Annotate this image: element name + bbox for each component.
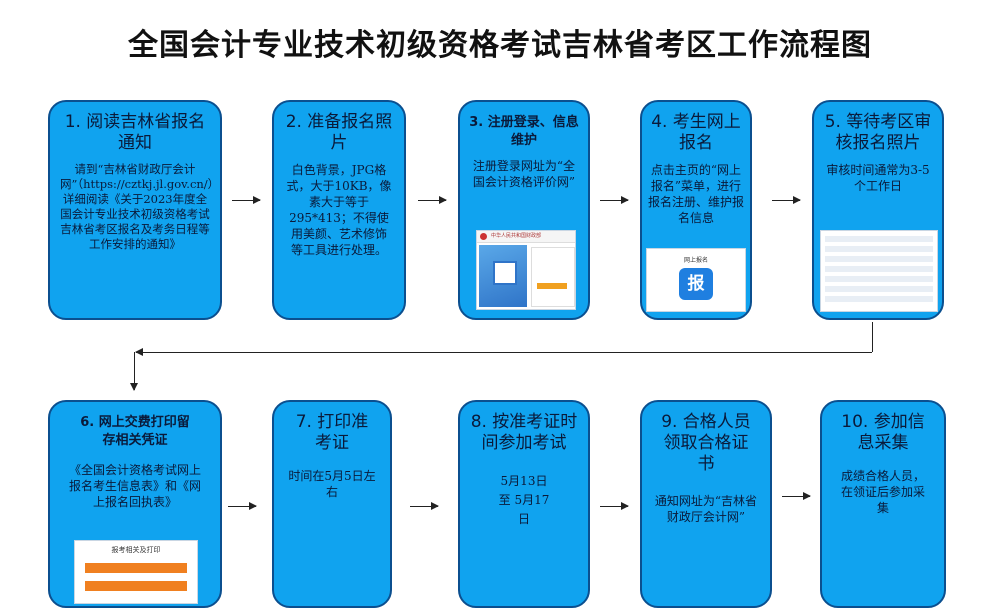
screenshot-login-button [537,283,567,289]
step-body: 请到“吉林省财政厅会计网”（https://cztkj.jl.gov.cn/）详… [60,162,220,251]
arrow-4-5 [772,196,801,204]
payment-print-screenshot: 报考相关及打印 [74,540,198,604]
connector-down-1 [872,322,873,352]
step-body: 5月13日 至 5月17日 [498,474,550,526]
step-heading: 10. 参加信息采集 [841,412,925,453]
step-heading: 7. 打印准考证 [295,412,369,453]
step-heading: 6. 网上交费打印留存相关凭证 [80,415,190,448]
print-button [85,563,187,573]
print-button [85,581,187,591]
screenshot-header: 中华人民共和国财政部 [477,231,575,243]
screenshot-row [825,296,933,302]
online-registration-screenshot: 网上报名 报 [646,248,746,312]
step-heading: 2. 准备报名照片 [285,112,393,153]
step-9-box: 9. 合格人员领取合格证书 通知网址为“吉林省财政厅会计网” [640,400,772,608]
qr-code-icon [493,261,517,285]
registration-icon: 报 [679,268,713,300]
screenshot-row [825,246,933,252]
step-heading: 1. 阅读吉林省报名通知 [64,112,206,153]
screenshot-row [825,236,933,242]
step-10-box: 10. 参加信息采集 成绩合格人员，在领证后参加采集 [820,400,946,608]
step-8-box: 8. 按准考证时间参加考试 5月13日 至 5月17日 [458,400,590,608]
step-7-box: 7. 打印准考证 时间在5月5日左右 [272,400,392,608]
step-heading: 3. 注册登录、信息维护 [469,115,579,148]
step-body: 《全国会计资格考试网上报名考生信息表》和《网上报名回执表》 [68,463,201,509]
connector-back [135,348,872,356]
screenshot-title: 报考相关及打印 [111,546,161,554]
arrow-3-4 [600,196,629,204]
step-4-box: 4. 考生网上报名 点击主页的“网上报名”菜单，进行报名注册、维护报名信息 网上… [640,100,752,320]
arrow-2-3 [418,196,447,204]
step-3-box: 3. 注册登录、信息维护 注册登录网址为“全国会计资格评价网” 中华人民共和国财… [458,100,590,320]
step-body: 时间在5月5日左右 [288,469,376,499]
login-page-screenshot: 中华人民共和国财政部 [476,230,576,310]
step-2-box: 2. 准备报名照片 白色背景，JPG格式，大于10KB，像素大于等于295*41… [272,100,406,320]
step-body: 白色背景，JPG格式，大于10KB，像素大于等于295*413；不得使用美颜、艺… [286,163,392,257]
arrow-9-10 [782,492,811,500]
arrow-6-7 [228,502,257,510]
emblem-icon [480,233,487,240]
arrow-8-9 [600,502,629,510]
page-title: 全国会计专业技术初级资格考试吉林省考区工作流程图 [128,28,872,63]
step-heading: 4. 考生网上报名 [651,112,741,153]
screenshot-row [825,266,933,272]
step-body: 成绩合格人员，在领证后参加采集 [840,469,925,515]
step-body: 通知网址为“吉林省财政厅会计网” [654,494,758,524]
step-heading: 5. 等待考区审核报名照片 [824,112,932,153]
step-body: 审核时间通常为3-5个工作日 [826,163,930,193]
screenshot-login-form [531,247,575,307]
step-5-box: 5. 等待考区审核报名照片 审核时间通常为3-5个工作日 [812,100,944,320]
screenshot-row [825,276,933,282]
screenshot-row [825,286,933,292]
step-heading: 8. 按准考证时间参加考试 [470,412,578,453]
step-body: 点击主页的“网上报名”菜单，进行报名注册、维护报名信息 [648,163,745,225]
step-6-box: 6. 网上交费打印留存相关凭证 《全国会计资格考试网上报名考生信息表》和《网上报… [48,400,222,608]
review-form-screenshot [820,230,938,312]
screenshot-header-text: 中华人民共和国财政部 [491,233,542,239]
screenshot-title: 网上报名 [683,257,708,264]
arrow-7-8 [410,502,439,510]
step-1-box: 1. 阅读吉林省报名通知 请到“吉林省财政厅会计网”（https://cztkj… [48,100,222,320]
screenshot-row [825,256,933,262]
step-body: 注册登录网址为“全国会计资格评价网” [472,159,576,189]
arrow-1-2 [232,196,261,204]
step-heading: 9. 合格人员领取合格证书 [661,412,751,474]
connector-down-2 [130,352,138,391]
